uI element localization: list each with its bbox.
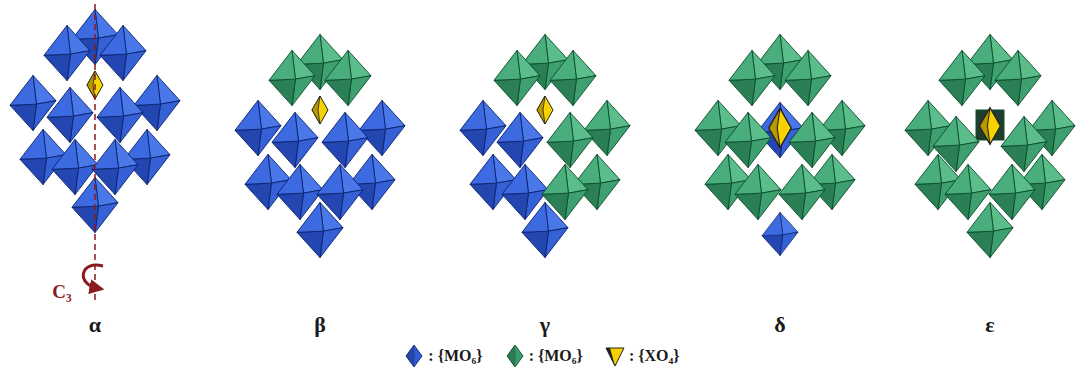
octahedron — [297, 202, 343, 257]
octahedron — [10, 75, 56, 130]
octahedron — [785, 50, 831, 105]
octahedron — [550, 50, 596, 105]
legend-swatch — [404, 344, 424, 368]
octahedron — [725, 112, 771, 167]
octahedron — [939, 50, 985, 105]
octahedron — [789, 112, 835, 167]
octahedron — [522, 202, 568, 257]
octahedron — [325, 50, 371, 105]
c3-axis — [94, 4, 96, 304]
central-tetrahedron — [980, 108, 1001, 144]
octahedron — [322, 112, 368, 167]
octahedron — [100, 25, 146, 80]
epsilon-isomer — [905, 34, 1075, 257]
isomer-label: γ — [540, 312, 550, 338]
isomer-label: α — [89, 312, 101, 338]
legend-item: : {MO₆} — [404, 344, 482, 368]
octahedron — [359, 100, 405, 155]
legend-text: : {XO₄} — [629, 347, 680, 365]
octahedron — [497, 112, 543, 167]
legend-item: : {XO₄} — [605, 344, 680, 368]
octahedron — [44, 25, 90, 80]
central-tetrahedron — [537, 96, 553, 124]
octahedron — [735, 164, 781, 219]
legend-text: : {MO₆} — [529, 347, 583, 365]
legend-item: : {MO₆} — [505, 344, 583, 368]
octahedron — [134, 75, 180, 130]
swatch-shade — [507, 345, 516, 367]
central-tetrahedron — [769, 108, 791, 147]
legend-text: : {MO₆} — [428, 347, 482, 365]
octahedron — [97, 87, 143, 142]
swatch-shape — [406, 345, 422, 367]
isomer-label: ε — [985, 312, 994, 338]
swatch-shape — [606, 348, 624, 366]
legend: : {MO₆} : {MO₆} : {XO₄} — [0, 344, 1084, 368]
octahedron — [762, 212, 798, 255]
beta-isomer — [235, 34, 405, 257]
swatch-shade — [606, 348, 615, 366]
isomer-label: δ — [774, 312, 785, 338]
octahedron — [1001, 116, 1047, 171]
octahedron — [269, 50, 315, 105]
octahedron — [584, 100, 630, 155]
octahedron — [967, 202, 1013, 257]
octahedron — [272, 112, 318, 167]
axis-label: C₃ — [52, 281, 71, 303]
octahedron — [995, 50, 1041, 105]
octahedron — [494, 50, 540, 105]
isomer-label: β — [314, 312, 326, 338]
octahedron — [933, 116, 979, 171]
octahedron — [235, 100, 281, 155]
octahedron — [729, 50, 775, 105]
octahedron — [779, 164, 825, 219]
gamma-isomer — [460, 34, 630, 257]
swatch-shape — [507, 345, 523, 367]
octahedron — [547, 112, 593, 167]
octahedron — [460, 100, 506, 155]
rotation-arrow — [83, 265, 103, 288]
legend-swatch — [605, 344, 625, 368]
octahedron — [47, 87, 93, 142]
delta-isomer — [695, 34, 865, 255]
legend-swatch — [505, 344, 525, 368]
central-tetrahedron — [312, 96, 328, 124]
swatch-shade — [406, 345, 415, 367]
